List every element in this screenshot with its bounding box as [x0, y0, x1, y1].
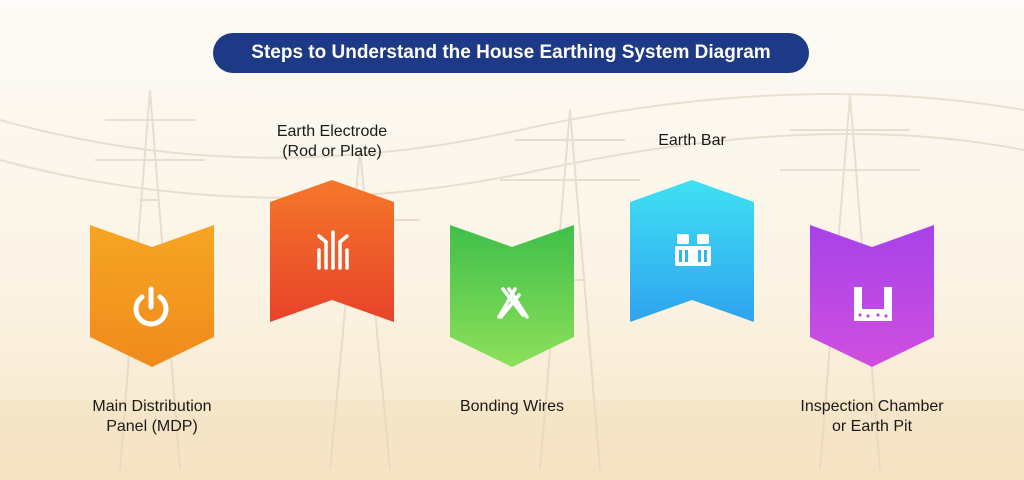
step-hexagon: [810, 225, 934, 367]
step-label: Main Distribution Panel (MDP): [92, 398, 212, 435]
bonding-wires-icon: [497, 287, 529, 319]
power-icon: [133, 286, 169, 327]
step-label: Earth Bar: [658, 132, 726, 149]
earth-electrode-icon: [317, 230, 349, 270]
step-label: Bonding Wires: [459, 398, 565, 415]
step-label: Earth Electrode (Rod or Plate): [276, 123, 388, 160]
earth-pit-icon: [854, 287, 892, 321]
step-label: Inspection Chamber or Earth Pit: [800, 398, 944, 435]
earth-bar-icon: [675, 234, 711, 266]
page-title: Steps to Understand the House Earthing S…: [213, 33, 809, 73]
